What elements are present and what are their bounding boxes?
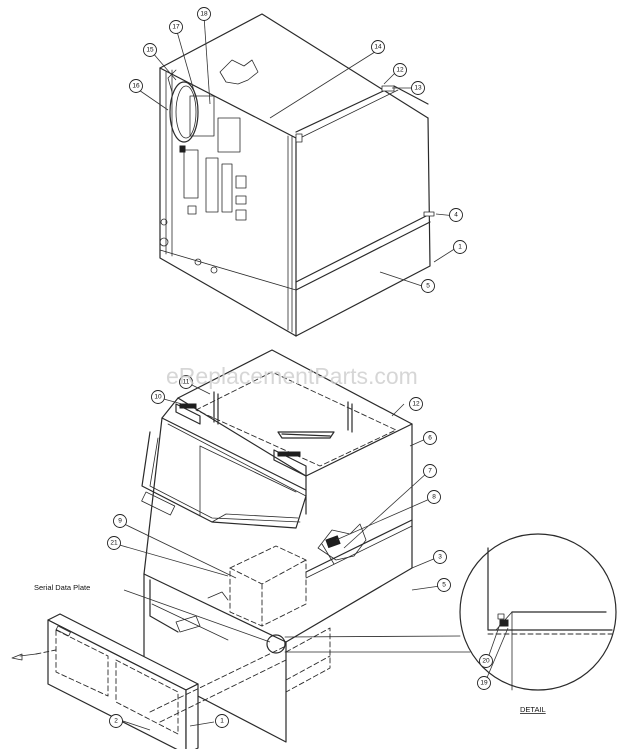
svg-text:1: 1 bbox=[220, 718, 224, 725]
callout-20: 20 bbox=[479, 654, 493, 668]
svg-text:10: 10 bbox=[154, 394, 162, 401]
svg-text:8: 8 bbox=[432, 494, 436, 501]
callout-12-top: 12 bbox=[393, 63, 407, 77]
callout-12-bottom: 12 bbox=[409, 397, 423, 411]
svg-text:4: 4 bbox=[454, 212, 458, 219]
svg-text:11: 11 bbox=[183, 379, 190, 386]
svg-text:13: 13 bbox=[414, 85, 422, 92]
detail-label: DETAIL bbox=[520, 705, 546, 714]
svg-text:18: 18 bbox=[200, 11, 208, 18]
callout-bubbles: 1 4 5 12 13 14 15 16 17 18 11 10 12 6 7 … bbox=[107, 7, 493, 728]
callout-1-bottom: 1 bbox=[215, 714, 229, 728]
svg-text:21: 21 bbox=[110, 540, 118, 547]
callout-21: 21 bbox=[107, 536, 121, 550]
svg-text:5: 5 bbox=[426, 283, 430, 290]
callout-15: 15 bbox=[143, 43, 157, 57]
ice-machine-head bbox=[159, 13, 435, 337]
svg-text:1: 1 bbox=[458, 244, 462, 251]
svg-text:12: 12 bbox=[412, 401, 420, 408]
callout-8: 8 bbox=[427, 490, 441, 504]
callout-18: 18 bbox=[197, 7, 211, 21]
callout-6: 6 bbox=[423, 431, 437, 445]
serial-data-plate-label: Serial Data Plate bbox=[34, 583, 90, 592]
callout-5-top: 5 bbox=[421, 279, 435, 293]
svg-text:9: 9 bbox=[118, 518, 122, 525]
svg-text:20: 20 bbox=[482, 658, 490, 665]
svg-text:6: 6 bbox=[428, 435, 432, 442]
callout-16: 16 bbox=[129, 79, 143, 93]
watermark: eReplacementParts.com bbox=[166, 363, 418, 389]
svg-text:14: 14 bbox=[374, 44, 382, 51]
callout-1-top: 1 bbox=[453, 240, 467, 254]
ice-storage-bin bbox=[141, 349, 413, 743]
svg-text:7: 7 bbox=[428, 468, 432, 475]
svg-text:3: 3 bbox=[438, 554, 442, 561]
callout-5-bottom: 5 bbox=[437, 578, 451, 592]
projection-lines bbox=[149, 635, 471, 723]
callout-7: 7 bbox=[423, 464, 437, 478]
callout-4: 4 bbox=[449, 208, 463, 222]
callout-11: 11 bbox=[179, 375, 193, 389]
svg-text:5: 5 bbox=[442, 582, 446, 589]
callout-10: 10 bbox=[151, 390, 165, 404]
callout-17: 17 bbox=[169, 20, 183, 34]
svg-text:17: 17 bbox=[172, 24, 180, 31]
detail-view bbox=[459, 533, 617, 691]
callout-19: 19 bbox=[477, 676, 491, 690]
callout-2: 2 bbox=[109, 714, 123, 728]
callout-13: 13 bbox=[411, 81, 425, 95]
callout-3: 3 bbox=[433, 550, 447, 564]
callout-9: 9 bbox=[113, 514, 127, 528]
svg-text:2: 2 bbox=[114, 718, 118, 725]
svg-text:15: 15 bbox=[146, 47, 154, 54]
front-kick-panel bbox=[11, 613, 199, 749]
svg-text:19: 19 bbox=[480, 680, 488, 687]
svg-text:12: 12 bbox=[396, 67, 404, 74]
svg-text:16: 16 bbox=[132, 83, 140, 90]
callout-14: 14 bbox=[371, 40, 385, 54]
